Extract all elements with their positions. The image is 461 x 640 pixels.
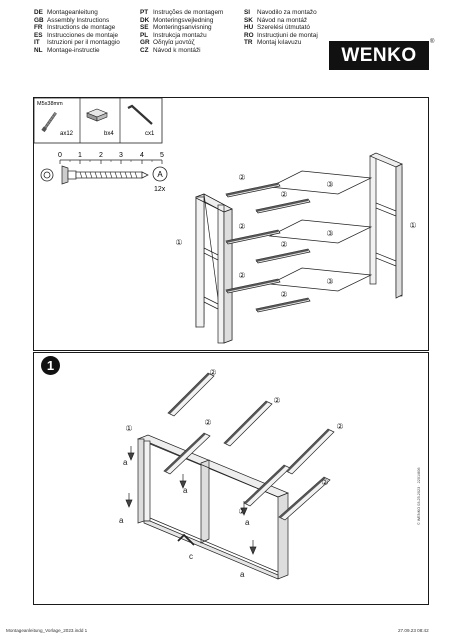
end-cap-icon [86, 108, 108, 122]
rail-bar [285, 428, 335, 475]
part-label-rail: ② [238, 173, 245, 182]
screw-letter: a [183, 486, 188, 495]
screw-letter: a [119, 516, 124, 525]
rail-bar [223, 400, 273, 447]
part-label-rail: ② [238, 271, 245, 280]
rail-bar [163, 432, 211, 475]
part-label-rail: ② [280, 190, 287, 199]
screw-side-icon [61, 165, 149, 185]
parts-overview-drawing: M5x38mm ax12 bx4 cx1 0 1 2 3 [33, 97, 417, 344]
callout-letter: A [157, 170, 163, 179]
shelf-panel [268, 170, 373, 195]
part-label-frame: ① [409, 221, 416, 230]
screw-head-icon [40, 168, 54, 182]
allen-key-icon [127, 104, 153, 125]
key-letter: c [189, 552, 193, 561]
parts-overview-panel: M5x38mm ax12 bx4 cx1 0 1 2 3 [33, 97, 429, 351]
screw-quantity: ax12 [60, 131, 74, 137]
shelf-panel [268, 267, 373, 292]
part-label-shelf: ③ [326, 180, 333, 189]
part-label-frame: ① [175, 238, 182, 247]
ruler-tick-label: 5 [160, 152, 164, 159]
part-label-rail: ② [336, 422, 343, 431]
ruler-tick-label: 1 [78, 152, 82, 159]
right-frame [369, 152, 403, 299]
exploded-view-drawing [195, 152, 403, 344]
screw-size-label: M5x38mm [37, 101, 63, 107]
screw-letter: a [240, 570, 245, 579]
part-label-rail: ② [321, 478, 328, 487]
allen-key-icon [177, 533, 195, 546]
part-label-rail: ② [273, 396, 280, 405]
registered-mark: ® [430, 39, 435, 45]
ruler-tick-label: 0 [58, 152, 62, 159]
part-label-frame: ① [125, 424, 132, 433]
footer-filename: Montageanleitung_Vorlage_2023.indd 1 [6, 628, 88, 633]
screw-ruler: 0 1 2 3 4 5 [58, 152, 164, 164]
cap-quantity: bx4 [104, 131, 114, 137]
part-label-rail: ② [280, 290, 287, 299]
step-one-panel: ① ② ② ② ② ② ② a a a a a c [33, 352, 429, 605]
callout-quantity: 12x [154, 186, 166, 193]
ruler-tick-label: 3 [119, 152, 123, 159]
step-one-drawing: ① ② ② ② ② ② ② a a a a a c [119, 368, 344, 580]
part-label-rail: ② [280, 240, 287, 249]
part-label-rail: ② [238, 222, 245, 231]
part-label-shelf: ③ [326, 229, 333, 238]
part-label-shelf: ③ [326, 277, 333, 286]
frame-assembly [137, 434, 289, 580]
callout-circle [152, 166, 168, 182]
rail-bar [278, 476, 331, 521]
part-label-rail: ② [209, 368, 216, 377]
brand-logo: WENKO [329, 41, 429, 70]
ruler-tick-label: 4 [140, 152, 144, 159]
part-label-rail: ② [204, 418, 211, 427]
screw-arrows [125, 446, 257, 555]
shelf-panel [268, 219, 373, 244]
footer-timestamp: 27.09.23 08:42 [398, 628, 429, 633]
left-frame [195, 193, 233, 344]
ruler-tick-label: 2 [99, 152, 103, 159]
key-quantity: cx1 [145, 131, 155, 137]
rail-bar [167, 372, 215, 417]
part-label-rail: ② [238, 507, 245, 516]
step-number-badge: 1 [41, 356, 60, 375]
document-code: © WENKO 03.25.2023 · 2201/806 [417, 467, 421, 525]
screw-letter: a [123, 458, 128, 467]
screw-icon [41, 112, 57, 133]
screw-letter: a [245, 518, 250, 527]
